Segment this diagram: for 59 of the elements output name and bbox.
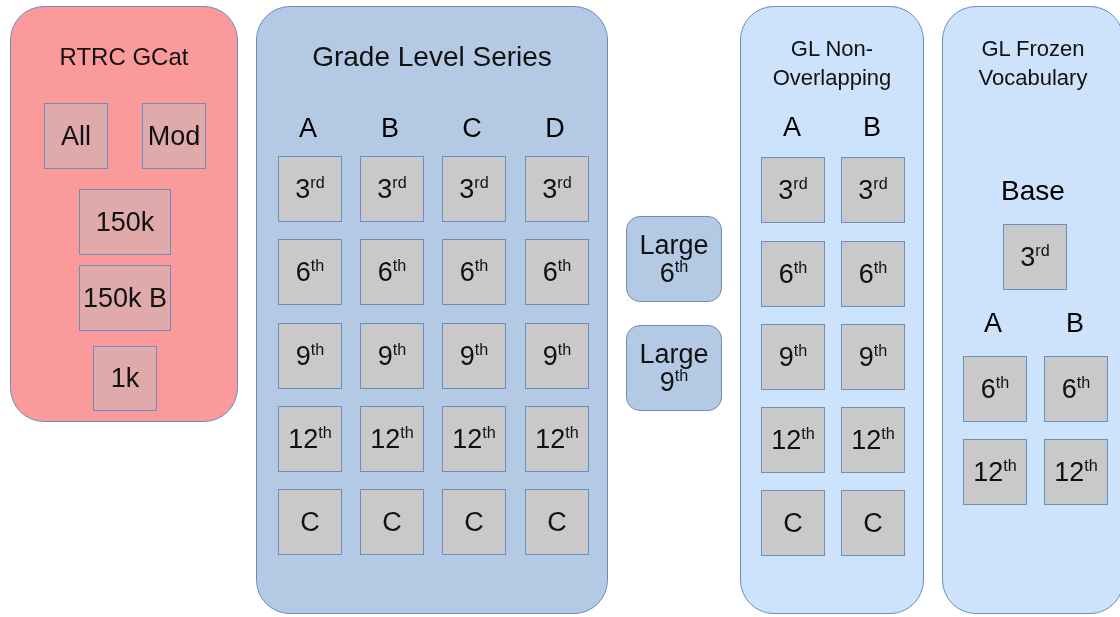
grade-box: 3$^{rd}$: [525, 156, 589, 222]
grade-box: 9$^{th}$: [525, 323, 589, 389]
grade-box: 6$^{th}$: [963, 356, 1027, 422]
grade-box: 6$^{th}$: [761, 241, 825, 307]
grade-box: 6$^{th}$: [841, 241, 905, 307]
grade-box: C: [442, 489, 506, 555]
grade-box: 12$^{th}$: [278, 406, 342, 472]
item-box: Mod: [142, 103, 206, 169]
item-box: 150k: [79, 189, 171, 255]
group-panel: [942, 6, 1120, 614]
grade-box: 12$^{th}$: [360, 406, 424, 472]
grade-box: 3$^{rd}$: [761, 157, 825, 223]
grade-box: C: [841, 490, 905, 556]
column-heading: A: [783, 112, 801, 143]
item-box: 150k B: [79, 265, 171, 331]
grade-box: 12$^{th}$: [761, 407, 825, 473]
column-heading: D: [545, 113, 565, 144]
column-heading: Base: [1001, 175, 1065, 207]
column-heading: C: [462, 113, 482, 144]
grade-box: 3$^{rd}$: [278, 156, 342, 222]
grade-box: 3$^{rd}$: [442, 156, 506, 222]
grade-box: C: [525, 489, 589, 555]
grade-box: 9$^{th}$: [841, 324, 905, 390]
group-panel: [740, 6, 924, 614]
group-panel: [256, 6, 608, 614]
grade-box: 3$^{rd}$: [360, 156, 424, 222]
column-heading: B: [863, 112, 881, 143]
item-box: All: [44, 103, 108, 169]
column-heading: A: [984, 308, 1002, 339]
group-title: GL Non-Overlapping: [771, 35, 893, 92]
grade-box: 12$^{th}$: [963, 439, 1027, 505]
group-title: GL Frozen Vocabulary: [977, 35, 1089, 92]
grade-box: 9$^{th}$: [278, 323, 342, 389]
item-box: Large 6$^{th}$: [626, 216, 722, 302]
grade-box: 9$^{th}$: [442, 323, 506, 389]
grade-box: 6$^{th}$: [360, 239, 424, 305]
grade-box: 12$^{th}$: [525, 406, 589, 472]
group-panel: [10, 6, 238, 422]
grade-box: 6$^{th}$: [525, 239, 589, 305]
column-heading: A: [299, 113, 317, 144]
grade-box: 6$^{th}$: [278, 239, 342, 305]
grade-box: 6$^{th}$: [1044, 356, 1108, 422]
column-heading: B: [1066, 308, 1084, 339]
grade-box: C: [278, 489, 342, 555]
grade-box: 9$^{th}$: [761, 324, 825, 390]
grade-box: 6$^{th}$: [442, 239, 506, 305]
item-box: 1k: [93, 346, 157, 411]
grade-box: C: [761, 490, 825, 556]
grade-box: 3$^{rd}$: [841, 157, 905, 223]
grade-box: 12$^{th}$: [841, 407, 905, 473]
grade-box: 9$^{th}$: [360, 323, 424, 389]
grade-box: 12$^{th}$: [1044, 439, 1108, 505]
grade-box: 12$^{th}$: [442, 406, 506, 472]
item-box: Large 9$^{th}$: [626, 325, 722, 411]
group-title: Grade Level Series: [311, 40, 553, 74]
grade-box: 3$^{rd}$: [1003, 224, 1067, 290]
group-title: RTRC GCat: [58, 43, 190, 72]
column-heading: B: [381, 113, 399, 144]
grade-box: C: [360, 489, 424, 555]
